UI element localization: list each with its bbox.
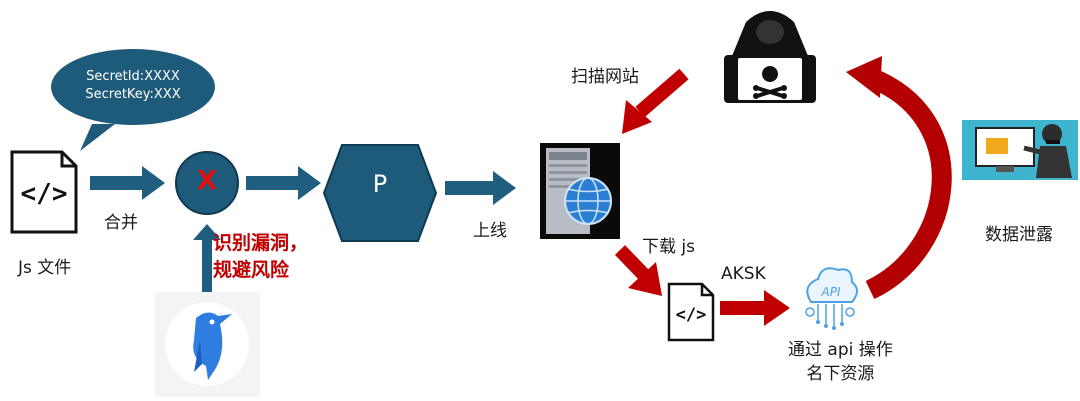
online-label: 上线 [473, 221, 507, 241]
svg-text:</>: </> [21, 179, 68, 209]
p-hexagon [322, 144, 438, 242]
speech-bubble [51, 49, 215, 151]
bird-logo [155, 292, 260, 397]
api-operate-line-2: 名下资源 [806, 364, 875, 384]
hacker-icon [724, 11, 816, 103]
api-operate-line-1: 通过 api 操作 [788, 340, 893, 360]
data-leak-illustration [962, 120, 1078, 180]
arrow-scan-site [622, 68, 689, 134]
secret-bubble-text: SecretId:XXXX SecretKey:XXX [68, 68, 198, 104]
js-file-icon: </> [10, 150, 78, 234]
identify-line-2: 规避风险 [213, 259, 290, 281]
api-operate-label: 通过 api 操作 名下资源 [788, 338, 893, 386]
api-icon-label: API [821, 285, 841, 299]
api-cloud-icon [805, 267, 858, 330]
download-js-label: 下载 js [642, 237, 695, 257]
identify-vuln-label: 识别漏洞， 规避风险 [213, 230, 308, 284]
arrow-bird-to-x [193, 224, 221, 292]
identify-line-1: 识别漏洞， [213, 232, 309, 254]
scan-node-circle [175, 151, 239, 215]
arrow-data-leak [846, 56, 952, 300]
arrow-download-js [614, 245, 662, 296]
secret-id-text: SecretId:XXXX [86, 69, 180, 84]
merge-label: 合并 [104, 213, 138, 233]
arrow-merge [90, 166, 165, 200]
data-leak-label: 数据泄露 [985, 225, 1053, 245]
server-icon [540, 143, 620, 239]
js-file-label: Js 文件 [18, 258, 72, 278]
secret-key-text: SecretKey:XXX [85, 87, 181, 102]
downloaded-js-icon: </> [667, 282, 715, 342]
arrow-online [445, 171, 516, 205]
aksk-label: AKSK [721, 264, 766, 284]
arrow-to-p [246, 166, 321, 200]
svg-text:</>: </> [676, 305, 707, 325]
p-node-label: P [372, 170, 388, 198]
scan-site-label: 扫描网站 [571, 67, 639, 87]
x-mark: X [196, 166, 218, 196]
arrow-aksk [720, 290, 790, 326]
